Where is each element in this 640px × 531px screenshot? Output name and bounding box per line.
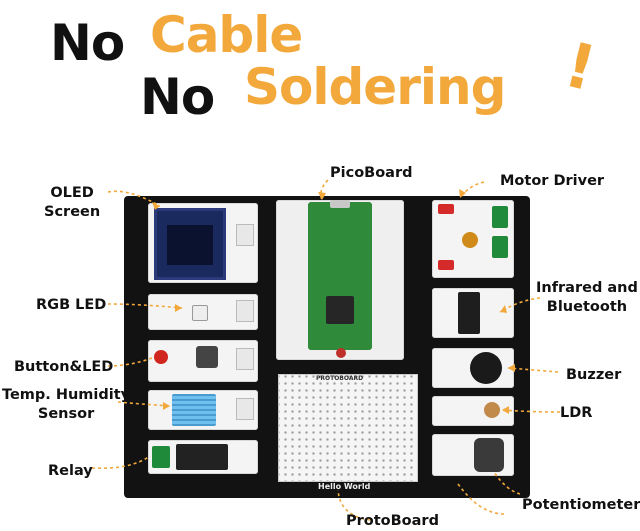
rgb-led-chip: [192, 305, 208, 321]
motor-terminal-2: [492, 236, 508, 258]
label-infrared-bluetooth: Infrared and Bluetooth: [536, 280, 638, 315]
headline-cable: Cable: [150, 6, 303, 64]
raspberry-pi-pico: [308, 202, 372, 350]
protoboard-silkscreen: PROTOBOARD: [316, 375, 364, 382]
hello-world-silkscreen: Hello World: [318, 482, 371, 491]
motor-connector-red: [438, 204, 454, 214]
oled-connector: [236, 224, 254, 246]
relay-terminal: [152, 446, 170, 468]
label-protoboard: ProtoBoard: [346, 513, 439, 529]
relay-block: [176, 444, 228, 470]
button-connector: [236, 348, 254, 370]
potentiometer-knob: [474, 438, 504, 472]
label-button-led: Button&LED: [14, 359, 114, 375]
label-buzzer: Buzzer: [566, 367, 622, 383]
motor-connector-red-2: [438, 260, 454, 270]
pico-usb-port: [330, 200, 350, 208]
label-motor-driver: Motor Driver: [500, 173, 605, 189]
headline-no-2: No: [140, 68, 215, 126]
motor-capacitor: [462, 232, 478, 248]
label-ldr: LDR: [560, 405, 593, 421]
dht-connector: [236, 398, 254, 420]
label-potentiometer: Potentiometer: [522, 497, 640, 513]
ldr-sensor: [484, 402, 500, 418]
pico-rp2040-chip: [326, 296, 354, 324]
label-relay: Relay: [48, 463, 93, 479]
red-led: [154, 350, 168, 364]
dht-sensor: [172, 394, 216, 426]
push-button: [196, 346, 218, 368]
label-oled-screen: OLED Screen: [44, 185, 101, 220]
label-temp-humidity: Temp. Humidity Sensor: [2, 387, 131, 422]
oled-screen: [154, 208, 226, 280]
bluetooth-socket: [458, 292, 480, 334]
headline-no-1: No: [50, 14, 125, 72]
label-picoboard: PicoBoard: [330, 165, 413, 181]
headline-soldering: Soldering: [244, 58, 506, 116]
protoboard-area: [278, 374, 418, 482]
label-rgb-led: RGB LED: [36, 297, 107, 313]
motor-terminal-1: [492, 206, 508, 228]
rgb-connector: [236, 300, 254, 322]
ldr-module: [432, 396, 514, 426]
buzzer-disc: [470, 352, 502, 384]
pico-reset-button: [336, 348, 346, 358]
